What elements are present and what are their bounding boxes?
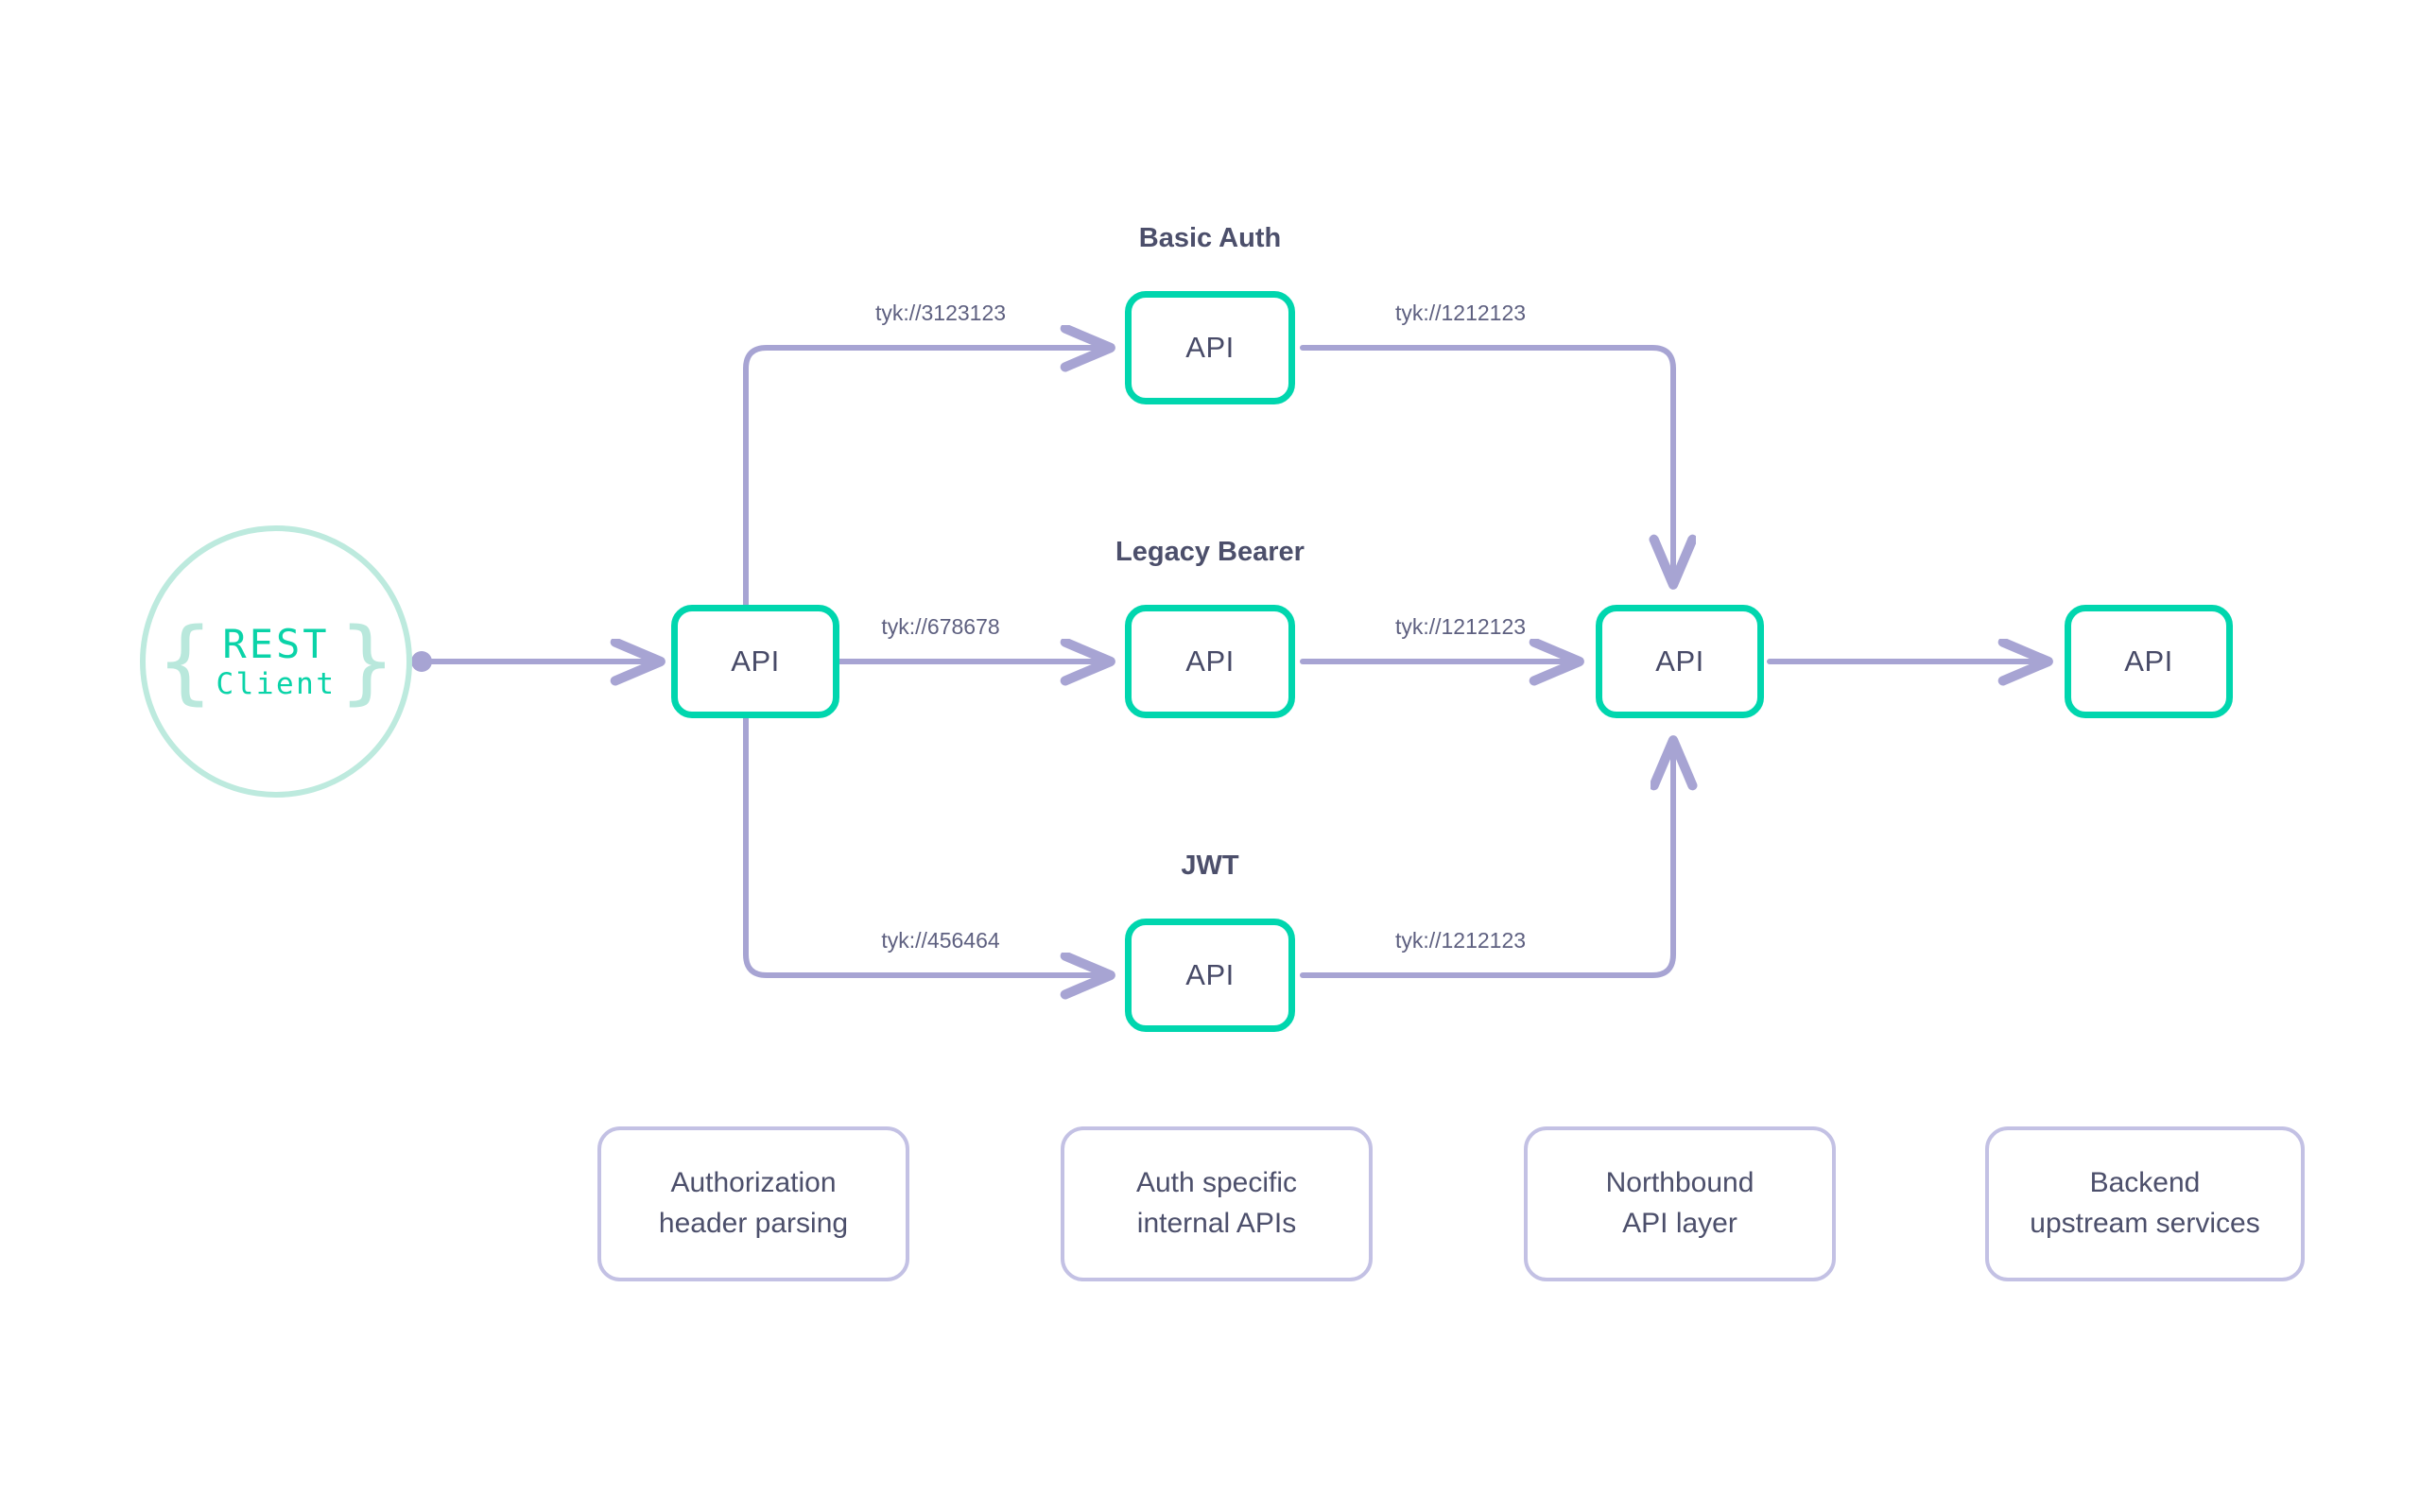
caption-line1: Backend xyxy=(2089,1167,2201,1199)
api-node-backend-label: API xyxy=(2124,644,2173,678)
caption-line1: Auth specific xyxy=(1135,1167,1298,1199)
edge-label-legacy-bearer-to-northbound: tyk://1212123 xyxy=(1394,614,1527,639)
rest-client-badge: { REST Client } xyxy=(140,525,412,798)
rest-client-line2: Client xyxy=(216,667,337,702)
edge-label-gateway-to-legacy-bearer: tyk://678678 xyxy=(881,614,1000,639)
caption-line1: Northbound xyxy=(1605,1167,1754,1199)
rest-client-wordmark: REST Client xyxy=(216,621,337,702)
api-node-northbound[interactable]: API xyxy=(1596,605,1764,718)
rest-client-line1: REST xyxy=(222,620,330,667)
caption-text-northbound-api-layer: Northbound API layer xyxy=(1606,1163,1754,1244)
caption-line2: upstream services xyxy=(2030,1208,2260,1239)
edge-label-gateway-to-jwt: tyk://456464 xyxy=(881,928,1000,953)
caption-box-auth-specific-internal-apis: Auth specific internal APIs xyxy=(1061,1126,1373,1281)
api-node-legacy-bearer[interactable]: API xyxy=(1125,605,1295,718)
brace-left-icon: { xyxy=(157,608,213,714)
caption-box-authorization-header-parsing: Authorization header parsing xyxy=(597,1126,909,1281)
api-node-gateway-label: API xyxy=(731,644,780,678)
api-node-basic-auth-label: API xyxy=(1185,331,1235,364)
caption-line2: internal APIs xyxy=(1136,1208,1297,1239)
api-node-backend[interactable]: API xyxy=(2065,605,2233,718)
api-node-legacy-bearer-label: API xyxy=(1185,644,1235,678)
api-node-jwt-label: API xyxy=(1185,958,1235,991)
caption-box-backend-upstream-services: Backend upstream services xyxy=(1985,1126,2305,1281)
caption-line2: API layer xyxy=(1622,1208,1737,1239)
wire-origin-dot xyxy=(411,651,432,672)
api-node-gateway[interactable]: API xyxy=(671,605,839,718)
caption-text-auth-specific-internal-apis: Auth specific internal APIs xyxy=(1136,1163,1297,1244)
edge-label-basic-auth-to-northbound: tyk://1212123 xyxy=(1394,301,1527,325)
group-title-jwt: JWT xyxy=(1181,850,1239,881)
caption-text-authorization-header-parsing: Authorization header parsing xyxy=(659,1163,848,1244)
edge-label-jwt-to-northbound: tyk://1212123 xyxy=(1394,928,1527,953)
caption-line1: Authorization xyxy=(670,1167,837,1199)
rest-client-inner: { REST Client } xyxy=(157,608,395,714)
group-title-basic-auth: Basic Auth xyxy=(1138,223,1282,253)
api-node-basic-auth[interactable]: API xyxy=(1125,291,1295,404)
edge-label-gateway-to-basic-auth: tyk://3123123 xyxy=(874,301,1007,325)
caption-box-northbound-api-layer: Northbound API layer xyxy=(1524,1126,1836,1281)
caption-line2: header parsing xyxy=(658,1208,849,1239)
brace-right-icon: } xyxy=(339,608,395,714)
group-title-legacy-bearer: Legacy Bearer xyxy=(1115,537,1305,567)
api-node-jwt[interactable]: API xyxy=(1125,919,1295,1032)
caption-text-backend-upstream-services: Backend upstream services xyxy=(2030,1163,2259,1244)
api-node-northbound-label: API xyxy=(1655,644,1704,678)
